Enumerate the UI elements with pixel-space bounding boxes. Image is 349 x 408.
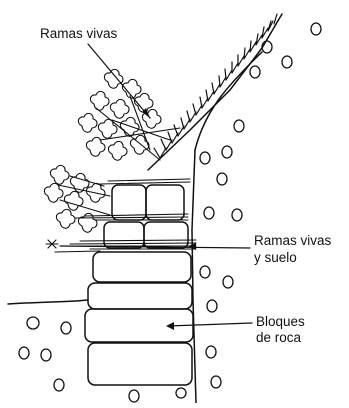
label-ramas-vivas: Ramas vivas bbox=[40, 26, 117, 42]
rock-block bbox=[144, 222, 188, 248]
arrow-bloques bbox=[168, 323, 252, 326]
slope-outline bbox=[8, 14, 282, 403]
rock-block bbox=[88, 283, 192, 309]
label-bloques-line2: de roca bbox=[256, 330, 301, 346]
foliage-lower bbox=[44, 165, 110, 248]
label-ramas-vivas-suelo-line1: Ramas vivas bbox=[254, 233, 331, 249]
rock-block bbox=[93, 252, 191, 282]
grass-tufts bbox=[154, 14, 277, 158]
branch-layers bbox=[55, 179, 196, 252]
label-ramas-vivas-suelo-line2: y suelo bbox=[254, 250, 297, 266]
arrow-ramas-vivas bbox=[88, 44, 150, 118]
label-bloques-line1: Bloques bbox=[256, 314, 305, 330]
rock-block bbox=[88, 343, 192, 385]
